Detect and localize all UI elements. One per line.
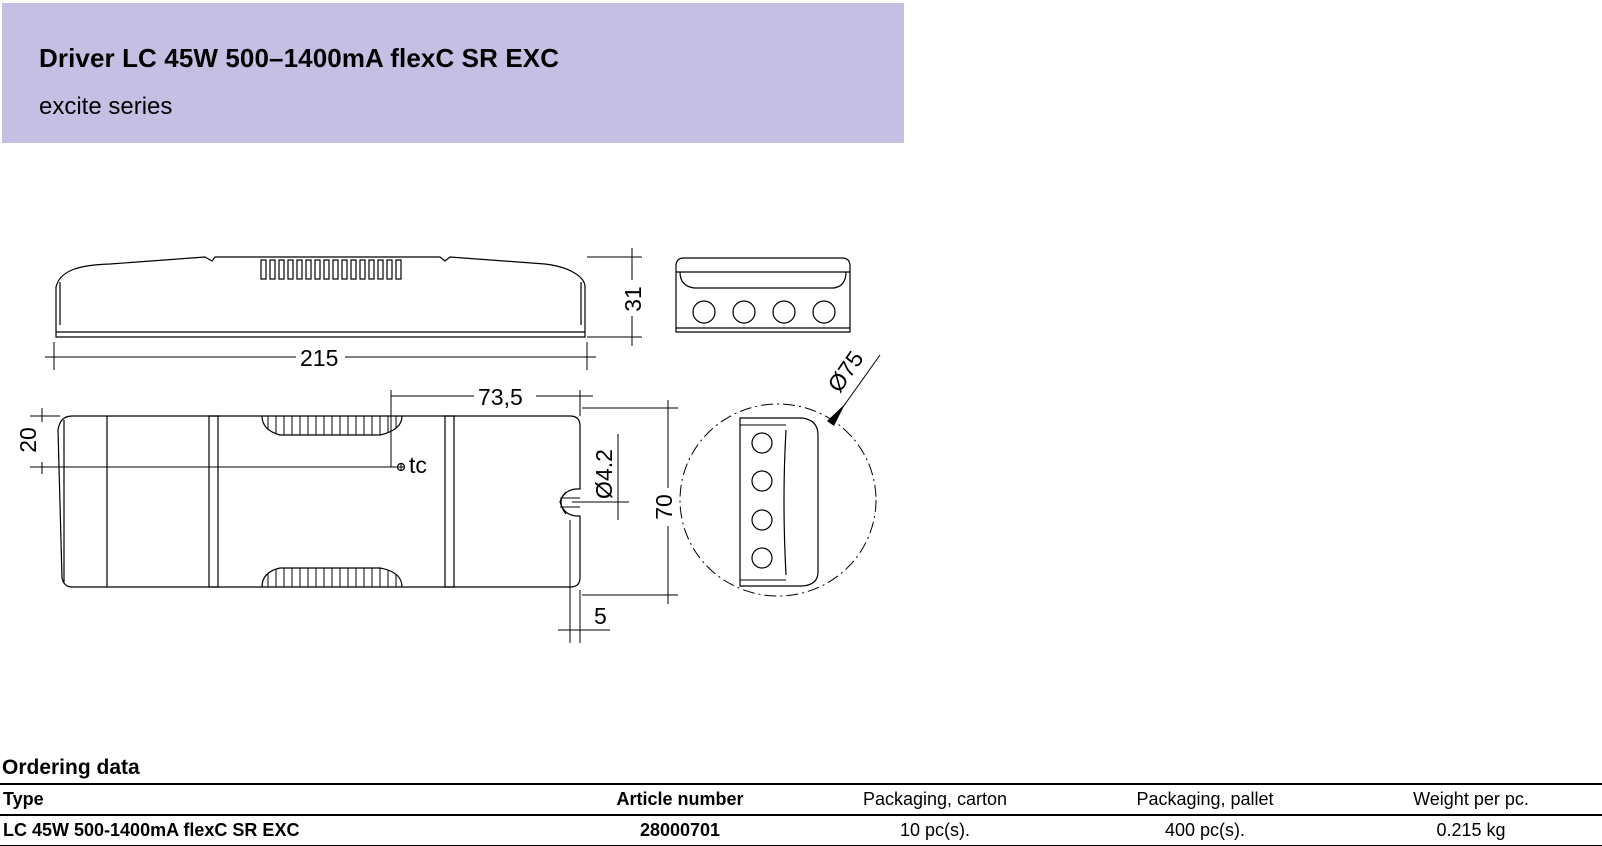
column-packaging-carton: Packaging, carton [862, 789, 1008, 809]
side-view [45, 248, 642, 370]
dimension-drawing: 215 31 73,5 20 tc Ø4.2 70 5 Ø75 [15, 248, 881, 643]
column-type: Type [3, 789, 44, 809]
cable-clearance-view [679, 354, 881, 597]
dim-hole-diameter: Ø4.2 [591, 449, 617, 499]
ordering-table: Type Article number Packaging, carton Pa… [0, 783, 1602, 846]
cell-type: LC 45W 500-1400mA flexC SR EXC [3, 820, 300, 840]
product-title: Driver LC 45W 500–1400mA flexC SR EXC [39, 43, 560, 73]
column-packaging-pallet: Packaging, pallet [1136, 789, 1274, 809]
end-view [675, 257, 851, 333]
header-band: Driver LC 45W 500–1400mA flexC SR EXC ex… [2, 3, 904, 143]
top-view [30, 390, 678, 643]
column-article-number: Article number [616, 789, 744, 809]
cell-weight: 0.215 kg [1436, 820, 1506, 840]
dim-cable-clearance: Ø75 [822, 346, 868, 397]
column-weight: Weight per pc. [1413, 789, 1529, 809]
dim-length: 215 [300, 345, 338, 371]
dim-tc-offset-y: 20 [15, 427, 41, 453]
cell-article-number: 28000701 [639, 820, 721, 840]
cell-packaging-pallet: 400 pc(s). [1164, 820, 1246, 840]
dim-hole-edge: 5 [594, 603, 607, 629]
ordering-data-heading: Ordering data [2, 756, 140, 779]
product-series: excite series [39, 93, 173, 120]
side-vent-slots [260, 259, 402, 280]
dimension-arrows [827, 404, 845, 426]
cell-packaging-carton: 10 pc(s). [899, 820, 971, 840]
dim-tc-offset-x: 73,5 [478, 384, 523, 410]
table-header-row: Type Article number Packaging, carton Pa… [0, 784, 1602, 815]
dim-height: 31 [620, 286, 646, 312]
dim-width: 70 [651, 494, 677, 520]
table-row: LC 45W 500-1400mA flexC SR EXC 28000701 … [0, 815, 1602, 846]
tc-label: tc [409, 452, 427, 478]
